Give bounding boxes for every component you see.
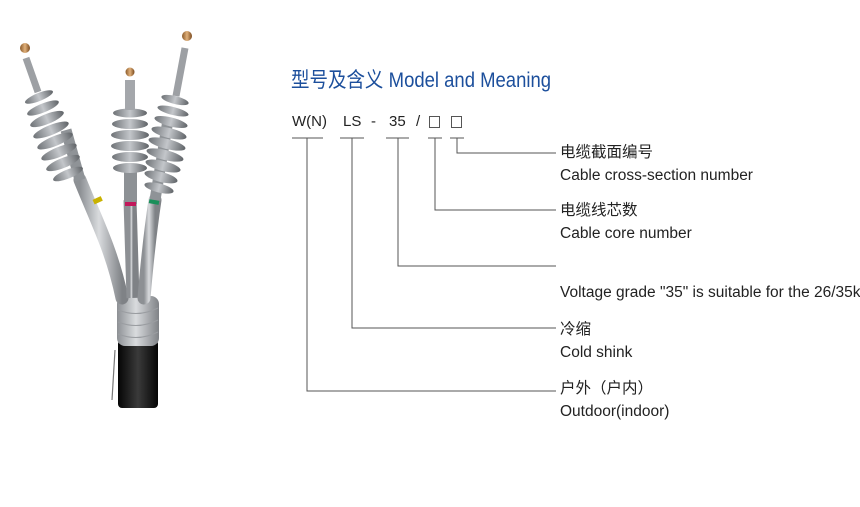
leader-cross-section [456, 138, 556, 154]
meaning-zh: 户外（户内） [560, 380, 654, 397]
meaning-en: Outdoor(indoor) [560, 403, 670, 420]
left-phase-leg [20, 43, 129, 305]
leader-outdoor [306, 138, 556, 392]
meaning-cross-section: 电缆截面编号 Cable cross-section number [560, 143, 753, 185]
meaning-zh: 电缆截面编号 [560, 144, 654, 161]
code-slash: / [416, 113, 421, 130]
code-prefix: W(N) [292, 113, 327, 130]
cold-shrink-termination-image [20, 31, 192, 408]
right-phase-leg [137, 31, 192, 305]
meaning-outdoor-indoor: 户外（户内） Outdoor(indoor) [560, 379, 669, 421]
code-cross-section-box [451, 116, 462, 128]
code-core-number-box [429, 116, 440, 128]
code-dash: - [371, 113, 376, 130]
meaning-en: Cold shink [560, 344, 633, 361]
meaning-en: Cable cross-section number [560, 167, 753, 184]
middle-phase-leg [111, 67, 149, 299]
meaning-zh: 冷缩 [560, 321, 592, 338]
meaning-voltage-grade: Voltage grade "35" is suitable for the 2… [560, 283, 860, 302]
leader-voltage [397, 138, 556, 267]
leader-cold-shrink [351, 138, 556, 329]
meaning-cold-shrink: 冷缩 Cold shink [560, 320, 632, 362]
meaning-en: Cable core number [560, 225, 692, 242]
meaning-core-number: 电缆线芯数 Cable core number [560, 201, 692, 243]
code-type: LS [343, 113, 362, 130]
title-english: Model and Meaning [388, 69, 552, 92]
meaning-zh: 电缆线芯数 [560, 202, 638, 219]
code-voltage: 35 [389, 113, 406, 130]
breakout-wrap [117, 296, 159, 346]
leader-core-number [434, 138, 556, 211]
meaning-en: Voltage grade "35" is suitable for the 2… [560, 284, 860, 301]
cable-jacket [111, 340, 158, 408]
title-chinese: 型号及含义 [291, 69, 384, 92]
